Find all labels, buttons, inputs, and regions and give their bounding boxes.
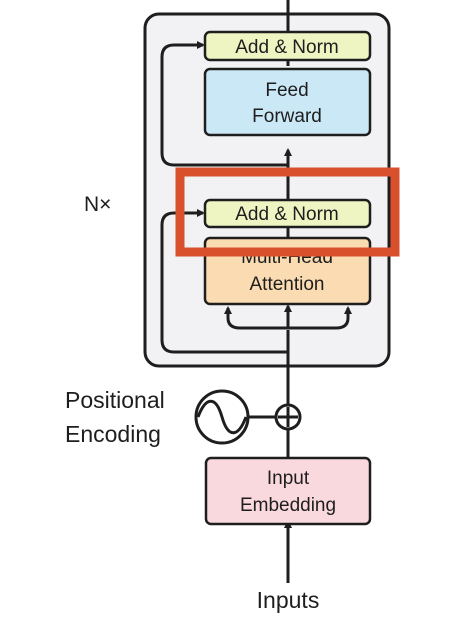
add-norm-bottom-label: Add & Norm (235, 204, 338, 225)
input-embedding-block: Input Embedding (204, 456, 372, 526)
positional-encoding-label-line1: Positional (65, 387, 165, 413)
feed-forward-block: Feed Forward (203, 67, 372, 137)
feed-forward-label-line1: Feed (265, 80, 308, 101)
repeat-count-label: N× (84, 193, 111, 216)
highlight-box (175, 167, 400, 257)
add-norm-bottom-block: Add & Norm (203, 198, 372, 229)
input-embedding-label-line1: Input (267, 468, 310, 489)
inputs-label: Inputs (257, 587, 320, 613)
add-norm-top-block: Add & Norm (203, 30, 372, 62)
input-embedding-label-line2: Embedding (240, 495, 336, 516)
feed-forward-label-line2: Forward (252, 106, 322, 127)
positional-encoding: Positional Encoding (65, 387, 302, 447)
add-circle-icon (274, 403, 302, 431)
positional-encoding-label-line2: Encoding (65, 421, 161, 447)
add-norm-top-label: Add & Norm (235, 37, 338, 58)
residual-connections (160, 41, 288, 354)
attention-input-arrows (224, 304, 352, 330)
attention-label: Attention (250, 274, 325, 295)
sine-wave-icon (194, 389, 250, 445)
